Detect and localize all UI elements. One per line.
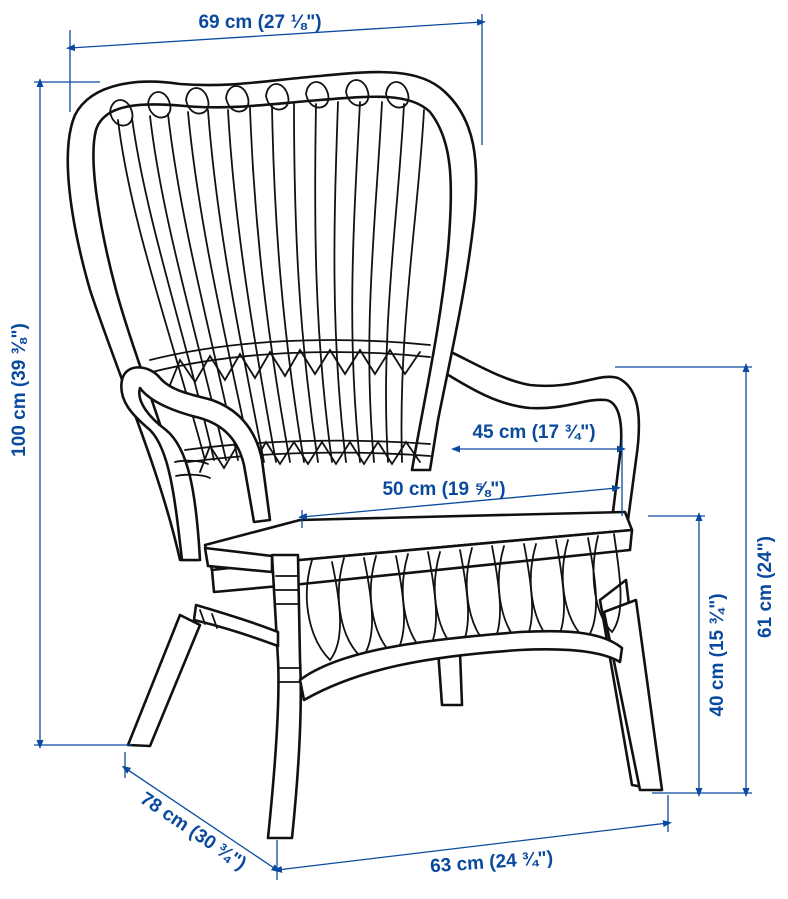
left-armrest-binding — [174, 459, 211, 479]
seat-width-label: 50 cm (19 ⅝") — [382, 479, 505, 500]
width-label: 69 cm (27 ⅛") — [198, 12, 321, 33]
height-label: 100 cm (39 ⅜") — [9, 323, 30, 457]
dimension-labels: 69 cm (27 ⅛") 100 cm (39 ⅜") 45 cm (17 ¾… — [9, 12, 776, 877]
base-width-dimension-line — [273, 820, 672, 873]
back-spindles — [117, 101, 425, 463]
back-top-loops — [109, 79, 410, 127]
back-weave-band — [149, 339, 431, 386]
front-brace — [298, 629, 624, 702]
base-width-label: 63 cm (24 ¾") — [429, 848, 553, 878]
front-right-leg-outer — [602, 598, 664, 792]
seat-front-rail — [210, 528, 634, 594]
left-seat-rail — [203, 546, 274, 574]
back-weave-band-lower — [184, 439, 431, 473]
front-left-leg — [266, 553, 303, 840]
left-armrest — [120, 366, 272, 562]
dimension-lines — [34, 14, 752, 880]
depth-dimension-line — [121, 765, 281, 873]
left-stretcher — [192, 603, 280, 648]
width-dimension-line — [66, 18, 486, 52]
chair-illustration — [66, 70, 664, 840]
depth-label: 78 cm (30 ¾") — [136, 788, 250, 874]
armrest-height-label: 61 cm (24") — [755, 536, 776, 638]
seat-height-label: 40 cm (15 ¾") — [707, 593, 728, 716]
left-stretcher-binding — [199, 609, 218, 629]
back-left-leg — [126, 613, 202, 748]
back-frame — [66, 70, 478, 562]
seat-depth-label: 45 cm (17 ¾") — [472, 422, 595, 443]
front-left-leg-bindings — [275, 575, 301, 683]
seat-width-dimension-line — [298, 484, 621, 521]
